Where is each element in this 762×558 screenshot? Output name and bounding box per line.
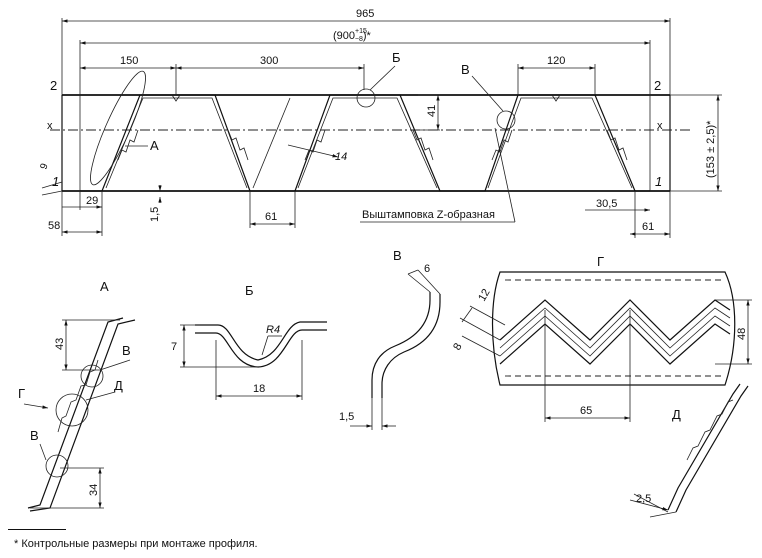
dim-300: 300 <box>260 55 278 67</box>
dim-58: 58 <box>48 220 60 232</box>
detail-d: Д 2,5 <box>629 383 749 518</box>
dim-41: 41 <box>426 105 438 117</box>
detail-v-dim-6: 6 <box>424 263 430 275</box>
footnote: * Контрольные размеры при монтаже профил… <box>14 538 258 550</box>
detail-b-dim-7: 7 <box>171 341 177 353</box>
dim-29: 29 <box>86 195 98 207</box>
callout-a-label: А <box>150 138 159 153</box>
callout-b-leader <box>369 65 396 91</box>
dim-150: 150 <box>120 55 138 67</box>
edge-left-label: 1 <box>52 174 59 189</box>
detail-a-dim-43: 43 <box>54 338 66 350</box>
detail-g-dim-65: 65 <box>580 405 592 417</box>
callout-b-circle <box>356 88 376 108</box>
detail-a-callout-v-bottom: В <box>30 428 39 443</box>
detail-g-dim-48: 48 <box>736 328 748 340</box>
callout-v-leader <box>471 75 504 112</box>
dim-30-5: 30,5 <box>596 198 617 210</box>
callout-v-label: В <box>461 62 470 77</box>
dim-120: 120 <box>547 55 565 67</box>
corrugation-profile <box>80 94 650 192</box>
detail-a-callout-v-top: В <box>122 343 131 358</box>
detail-a-circle-v-bottom <box>45 454 69 478</box>
axis-right-label: x <box>657 120 663 132</box>
edge-right-label: 1 <box>655 174 662 189</box>
detail-a-dim-34: 34 <box>88 484 100 496</box>
detail-a-callout-g: Г <box>18 386 25 401</box>
dim-height: (153 ± 2,5)* <box>705 120 717 178</box>
dim-overall-text: 965 <box>356 8 374 20</box>
detail-a-title: А <box>100 279 109 294</box>
detail-v-dim-1-5: 1,5 <box>339 411 354 423</box>
detail-v: В 6 1,5 <box>339 248 441 430</box>
detail-d-title: Д <box>672 407 681 422</box>
dim-61-mid: 61 <box>265 211 277 223</box>
detail-g-dim-12: 12 <box>476 287 493 304</box>
dim-61-right: 61 <box>642 221 654 233</box>
detail-g-dim-8: 8 <box>451 341 464 352</box>
dim-1-5: 1,5 <box>149 207 161 222</box>
stamping-leader <box>494 127 516 223</box>
dim-9: 9 <box>38 162 50 171</box>
stamping-note: Выштамповка Z-образная <box>362 209 495 221</box>
detail-v-title: В <box>393 248 402 263</box>
detail-b-dim-18: 18 <box>253 383 265 395</box>
section-left-label: 2 <box>50 78 57 93</box>
detail-g: Г 12 8 48 65 <box>451 254 752 422</box>
detail-b-title: Б <box>245 283 254 298</box>
section-right-label: 2 <box>654 78 661 93</box>
detail-b-dim-r4: R4 <box>266 324 280 336</box>
detail-g-title: Г <box>597 254 604 269</box>
callout-b-label: Б <box>392 50 401 65</box>
detail-b: Б 7 R4 18 <box>171 283 327 400</box>
detail-a-callout-d: Д <box>114 378 123 393</box>
detail-a-circle-v-top <box>80 364 104 388</box>
detail-d-dim-2-5: 2,5 <box>636 493 651 505</box>
axis-left-label: x <box>47 120 53 132</box>
callout-a-ellipse <box>90 70 146 186</box>
detail-a-circle-d <box>55 393 89 427</box>
dim-14: 14 <box>335 151 347 163</box>
detail-a: А 43 34 В Д В Г <box>18 279 136 512</box>
callout-v-circle <box>496 110 516 130</box>
dim-control-text: (900+15−8)* <box>333 28 372 43</box>
footnote-rule <box>8 529 66 530</box>
main-view: x x 2 2 1 1 А <box>38 8 722 238</box>
